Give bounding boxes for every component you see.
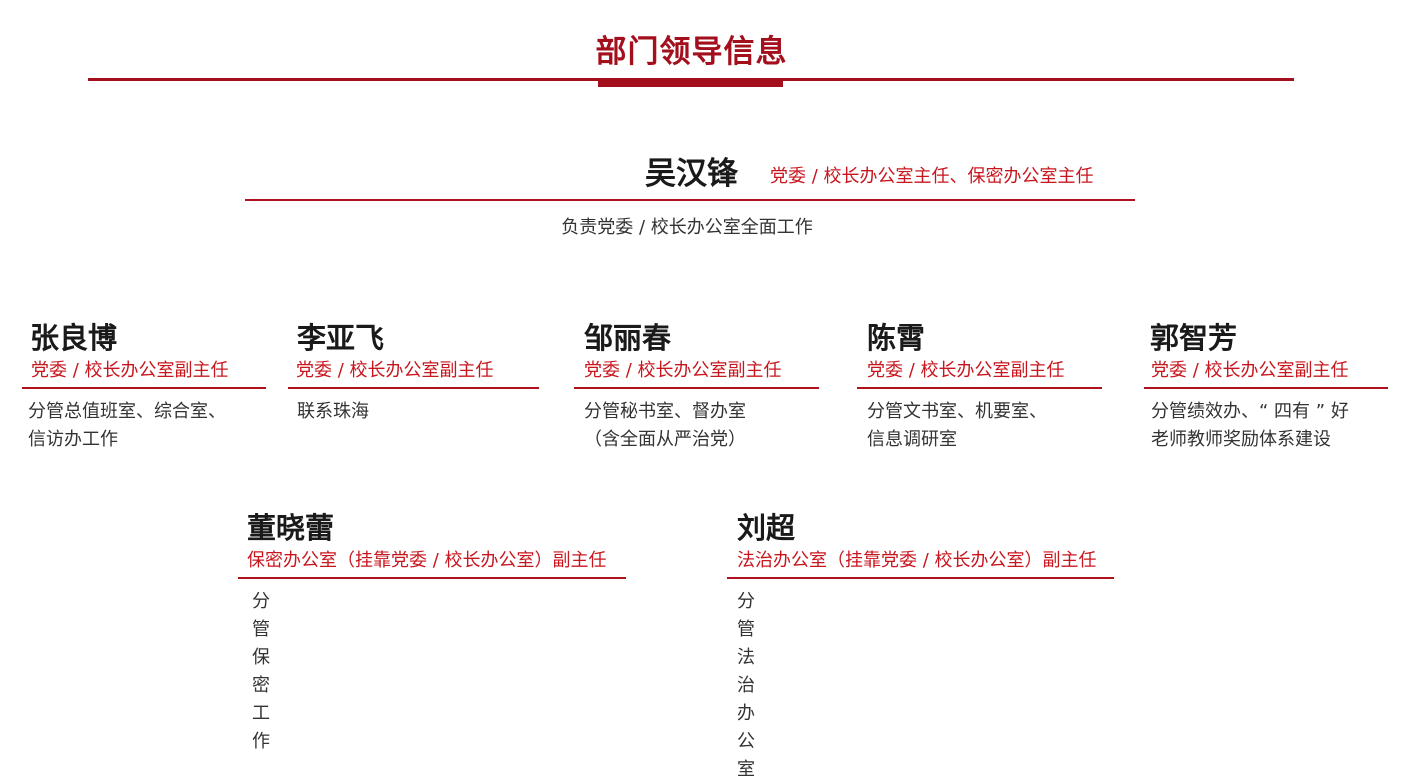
- deputy-role: 党委 / 校长办公室副主任: [1151, 360, 1349, 381]
- deputy-role: 党委 / 校长办公室副主任: [867, 360, 1065, 381]
- office-deputy-divider: [238, 577, 626, 579]
- duty-line: 分管秘书室、督办室: [584, 401, 746, 422]
- duty-line: 联系珠海: [297, 401, 369, 422]
- title-accent-bar: [598, 80, 783, 87]
- office-deputy-role: 保密办公室（挂靠党委 / 校长办公室）副主任: [247, 550, 607, 571]
- duty-line: 信访办工作: [28, 429, 118, 450]
- title-divider: [88, 78, 1294, 81]
- deputy-divider: [1144, 387, 1388, 389]
- office-deputy-role: 法治办公室（挂靠党委 / 校长办公室）副主任: [737, 550, 1097, 571]
- deputy-divider: [857, 387, 1102, 389]
- deputy-name: 张良博: [30, 321, 118, 355]
- duty-line: 老师教师奖励体系建设: [1151, 429, 1331, 450]
- deputy-name: 陈霄: [867, 321, 926, 355]
- office-deputy-duty: 分管法治办公室: [737, 591, 755, 780]
- deputy-duty: 分管绩效办、“ 四有 ” 好 老师教师奖励体系建设: [1151, 398, 1349, 454]
- duty-line: 信息调研室: [867, 429, 957, 450]
- office-deputy-name: 董晓蕾: [247, 511, 335, 545]
- office-deputy-duty: 分管保密工作: [252, 591, 270, 752]
- head-name: 吴汉锋: [645, 156, 738, 192]
- page-title: 部门领导信息: [595, 34, 788, 70]
- deputy-duty: 分管总值班室、综合室、 信访办工作: [28, 398, 226, 454]
- duty-line: 分管绩效办、“ 四有 ” 好: [1151, 401, 1349, 422]
- deputy-role: 党委 / 校长办公室副主任: [31, 360, 229, 381]
- duty-line: 分管文书室、机要室、: [867, 401, 1047, 422]
- deputy-name: 李亚飞: [297, 321, 385, 355]
- duty-line: 分管总值班室、综合室、: [28, 401, 226, 422]
- deputy-name: 郭智芳: [1150, 321, 1238, 355]
- head-role: 党委 / 校长办公室主任、保密办公室主任: [770, 166, 1094, 187]
- deputy-duty: 分管秘书室、督办室 （含全面从严治党）: [584, 398, 746, 454]
- deputy-role: 党委 / 校长办公室副主任: [296, 360, 494, 381]
- deputy-role: 党委 / 校长办公室副主任: [584, 360, 782, 381]
- head-divider: [245, 199, 1135, 201]
- deputy-duty: 分管文书室、机要室、 信息调研室: [867, 398, 1047, 454]
- deputy-name: 邹丽春: [584, 321, 672, 355]
- deputy-divider: [574, 387, 819, 389]
- head-duty: 负责党委 / 校长办公室全面工作: [561, 217, 813, 238]
- office-deputy-divider: [727, 577, 1114, 579]
- deputy-divider: [22, 387, 266, 389]
- office-deputy-name: 刘超: [737, 511, 796, 545]
- deputy-duty: 联系珠海: [297, 398, 369, 426]
- duty-line: （含全面从严治党）: [584, 429, 746, 450]
- deputy-divider: [288, 387, 539, 389]
